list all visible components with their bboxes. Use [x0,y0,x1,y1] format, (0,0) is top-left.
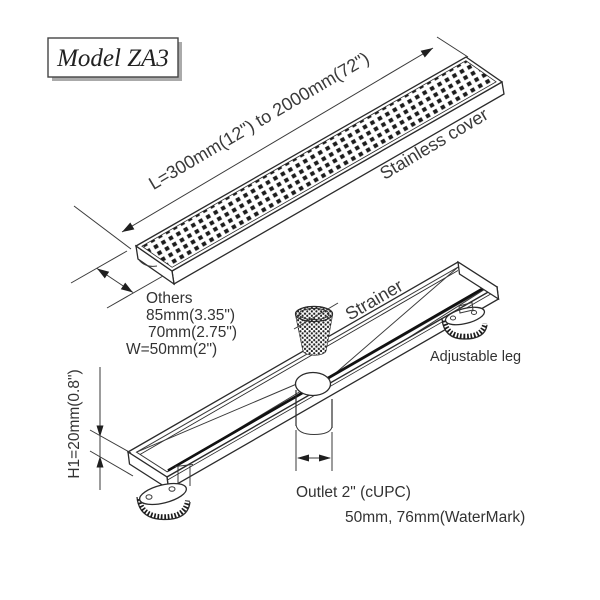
width-options-block: Others 85mm(3.35") 70mm(2.75") W=50mm(2"… [126,290,237,358]
cover-perforation-grid [141,60,497,268]
slope-line-back-left [136,382,300,453]
strainer-basket [293,302,339,356]
leg-screw-hole-right-2 [470,310,478,315]
drain-hole [294,371,332,397]
outlet-pipe-bottom [295,424,333,436]
outlet-dimension [295,430,333,471]
leg-knurl-right [442,320,488,339]
height-dimension-label: H1=20mm(0.8") [66,369,83,478]
outlet-size-label: 50mm, 76mm(WaterMark) [345,509,525,526]
strainer-rim-inner [298,308,330,320]
height-arrowhead-down [96,425,104,437]
outlet-arrowhead-right [319,454,331,462]
slope-line-back-right [326,266,459,381]
width-extension-line-back [70,250,128,284]
width-extension-line-front [106,275,164,309]
channel-back-wall-line [139,270,459,455]
strainer-leader-line [293,302,339,330]
height-extension-line-top [89,429,132,454]
width-options-heading: Others [146,290,193,307]
leg-screw-hole-left-2 [168,486,176,492]
channel-right-end-face [457,260,500,301]
leg-screw-hole-right-1 [449,315,457,321]
length-extension-line-right [436,36,469,58]
height-dimension: H1=20mm(0.8") [66,367,134,490]
model-box-frame [47,37,179,78]
length-extension-line-left [73,205,132,250]
strainer-rim [294,305,334,323]
outlet-arrowhead-left [297,454,309,462]
cover-left-fold-curve [138,259,158,267]
model-title-box: Model ZA3 [47,37,182,81]
width-option-1: 85mm(3.35") [146,307,235,324]
outlet-label: Outlet 2" (cUPC) [296,484,411,501]
width-dimension [70,250,164,309]
leg-plate-right [444,306,486,326]
width-arrowhead-lower [120,282,133,293]
height-extension-line-bottom [89,450,134,477]
model-label: Model ZA3 [56,45,169,72]
leg-bracket-right [458,301,474,314]
length-dimension-line [121,47,434,233]
channel-body-view: Strainer Adjustable leg H1=20mm(0.8") Ou… [66,260,525,526]
adjustable-leg-right [441,301,488,340]
height-arrowhead-up [96,456,104,468]
width-arrowhead-upper [97,268,110,279]
outlet-pipe [294,371,333,436]
leg-stem-left [174,464,194,486]
leg-screw-hole-left-1 [145,494,153,500]
width-main-label: W=50mm(2") [126,341,217,358]
length-arrowhead-left [122,222,135,232]
length-arrowhead-right [420,48,433,58]
adjustable-leg-label: Adjustable leg [430,349,521,365]
adjustable-leg-left [136,464,194,521]
width-option-2: 70mm(2.75") [148,324,237,341]
